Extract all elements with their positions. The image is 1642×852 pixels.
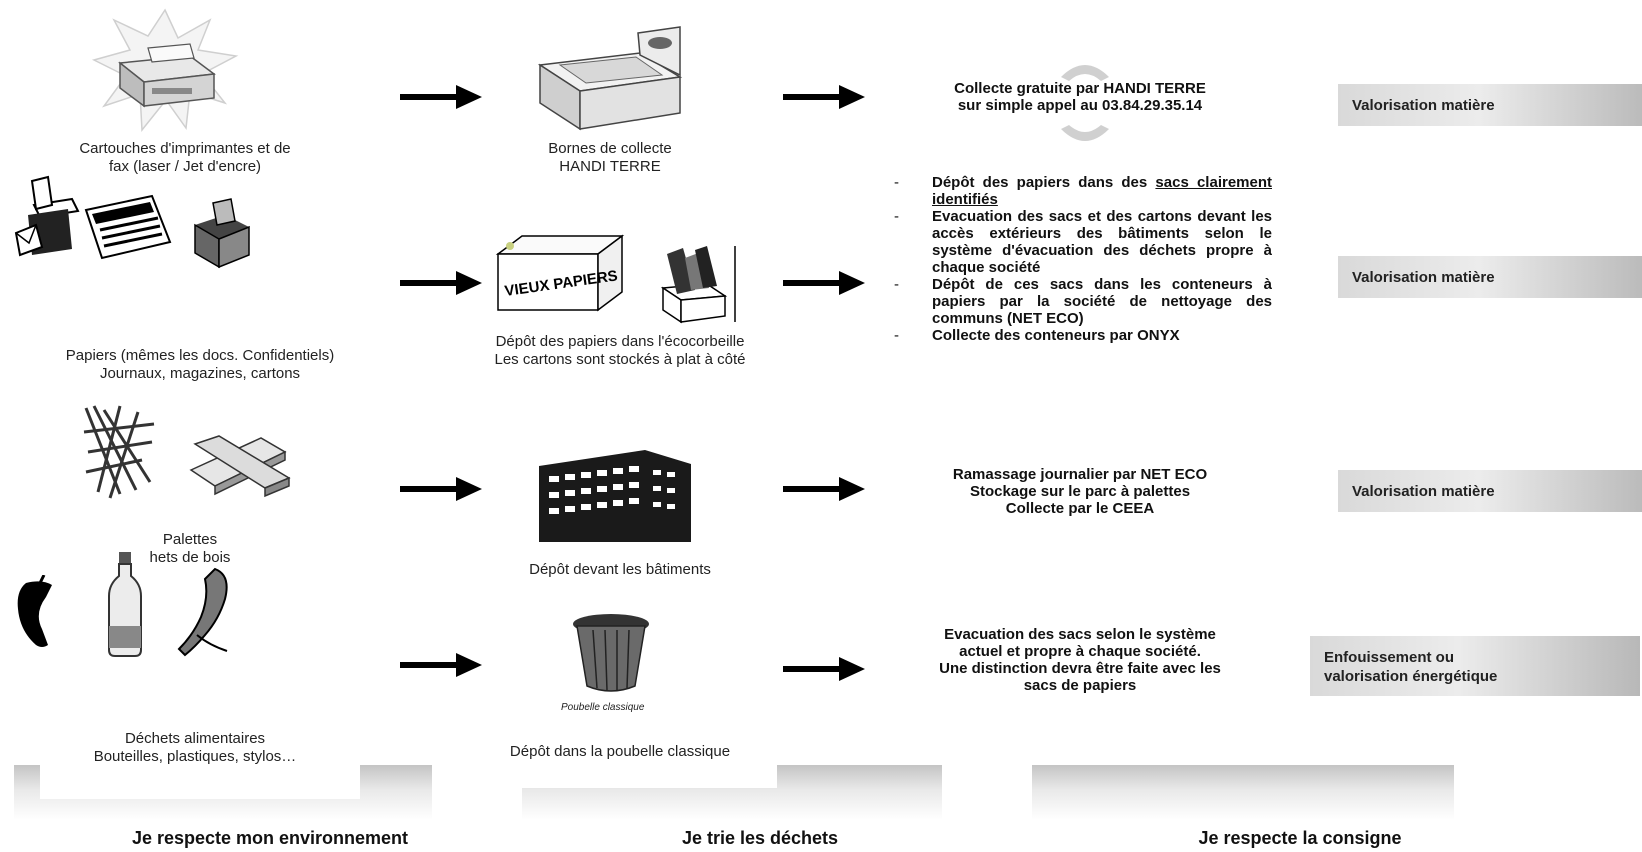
action-item: -Dépôt de ces sacs dans les conteneurs à… [894,276,1272,327]
apple-core-icon [12,574,72,655]
paper-box-icon [185,195,260,275]
footer-label-1: Je respecte mon environnement [131,828,409,848]
printer-icon [90,8,240,138]
wood-sticks-icon [80,402,160,507]
office-building-icon [535,446,695,551]
arrow-icon [400,85,482,109]
source-caption-2: Papiers (mêmes les docs. Confidentiels)J… [65,347,335,382]
action-item: -Dépôt des papiers dans des sacs clairem… [894,174,1272,208]
action-list-2: -Dépôt des papiers dans des sacs clairem… [894,174,1272,344]
arrow-icon [783,85,865,109]
arrow-icon [400,271,482,295]
arrow-icon [783,271,865,295]
footer-band-2-notch [522,765,777,788]
recycle-icon [1045,55,1125,155]
arrow-icon [400,477,482,501]
trash-can-label: Poubelle classique [561,702,645,713]
ecocorbeille-icon: VIEUX PAPIERS [490,228,630,323]
bottle-icon [105,550,145,665]
outcome-badge-2: Valorisation matière [1338,256,1642,298]
paper-basket-icon [655,244,740,329]
boxes-icon [14,175,84,270]
pallet-icon [185,430,295,505]
collection-bin-icon [530,25,690,140]
arrow-icon [783,657,865,681]
newspaper-icon [80,190,175,270]
action-item: -Collecte des conteneurs par ONYX [894,327,1180,344]
footer-label-3: Je respecte la consigne [1198,828,1402,848]
container-caption-3: Dépôt devant les bâtiments [529,561,711,578]
footer-band-3 [1032,765,1454,820]
outcome-badge-3: Valorisation matière [1338,470,1642,512]
arrow-icon [783,477,865,501]
outcome-badge-1: Valorisation matière [1338,84,1642,126]
trash-can-icon: Poubelle classique [555,606,675,721]
container-caption-4: Dépôt dans la poubelle classique [509,743,731,760]
banana-peel-icon [175,565,245,665]
action-item: -Evacuation des sacs et des cartons deva… [894,208,1272,276]
footer-band-1-notch [40,765,360,799]
arrow-icon [400,653,482,677]
footer-label-2: Je trie les déchets [681,828,839,848]
